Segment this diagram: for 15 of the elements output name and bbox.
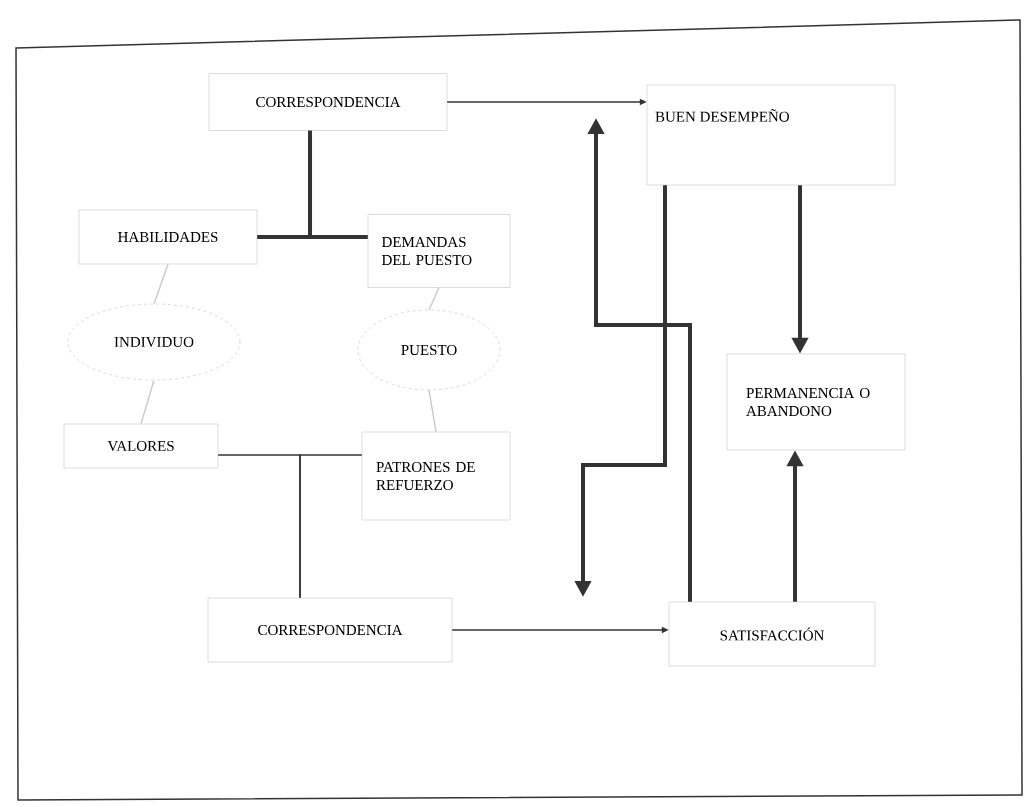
process-box: PATRONES DE REFUERZO <box>361 431 511 521</box>
process-box: CORRESPONDENCIA <box>207 597 453 663</box>
connector-line <box>308 130 368 239</box>
arrow <box>140 380 155 425</box>
process-box: SATISFACCIÓN <box>668 601 876 667</box>
process-box: DEMANDAS DEL PUESTO <box>367 214 511 288</box>
process-box: HABILIDADES <box>78 209 258 265</box>
process-box: PERMANENCIA O ABANDONO <box>726 353 906 451</box>
process-box: CORRESPONDENCIA <box>208 73 448 131</box>
process-box: VALORES <box>63 423 219 469</box>
connector-line <box>428 389 437 433</box>
connector-line <box>299 454 363 599</box>
process-box: BUEN DESEMPEÑO <box>646 84 896 186</box>
connector-line <box>153 263 169 305</box>
connector-line <box>428 286 440 311</box>
